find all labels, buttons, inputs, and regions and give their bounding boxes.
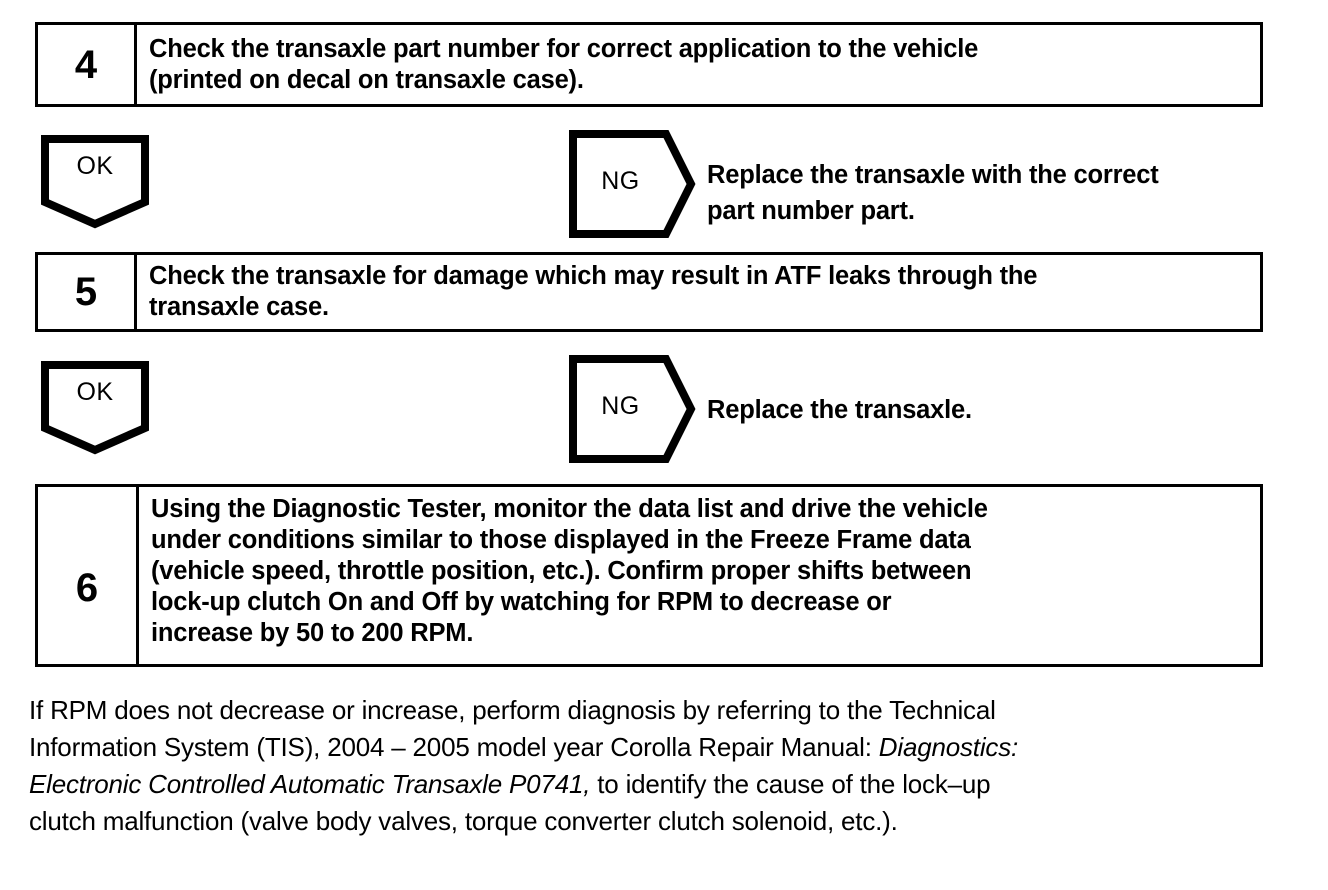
step-text-cell-6: Using the Diagnostic Tester, monitor the… (139, 487, 1260, 664)
step-text-line: transaxle case. (149, 293, 329, 321)
step-text-cell-4: Check the transaxle part number for corr… (137, 25, 1260, 104)
footnote-line: Electronic Controlled Automatic Transaxl… (29, 766, 1299, 803)
footnote-line: Information System (TIS), 2004 – 2005 mo… (29, 729, 1299, 766)
step-text-line: Using the Diagnostic Tester, monitor the… (151, 495, 988, 523)
step-number-cell-5: 5 (38, 255, 137, 329)
step-text-line: (printed on decal on transaxle case). (149, 65, 584, 94)
step-number-5: 5 (74, 270, 98, 314)
step-text-line: Check the transaxle for damage which may… (149, 262, 1038, 290)
step-text-line: Check the transaxle part number for corr… (149, 34, 979, 63)
ng-result-line: Replace the transaxle with the correct (707, 161, 1159, 189)
step-number-6: 6 (75, 565, 99, 610)
step-number-4: 4 (74, 42, 98, 87)
footnote-line: If RPM does not decrease or increase, pe… (29, 692, 1299, 729)
step-text-line: increase by 50 to 200 RPM. (151, 619, 474, 647)
step-text-line: lock-up clutch On and Off by watching fo… (151, 588, 892, 616)
footnote-italic: Diagnostics: (878, 732, 1019, 762)
footnote-plain: to identify the cause of the lock–up (590, 769, 991, 799)
footnote-plain: Information System (TIS), 2004 – 2005 mo… (29, 732, 879, 762)
ng-result-text-2: Replace the transaxle. (707, 392, 972, 428)
ok-branch-marker-2: OK (40, 360, 150, 455)
step-box-6: 6 Using the Diagnostic Tester, monitor t… (35, 484, 1263, 667)
ng-result-text-1: Replace the transaxle with the correct p… (707, 157, 1159, 229)
footnote-plain: If RPM does not decrease or increase, pe… (29, 695, 996, 725)
footnote-plain: clutch malfunction (valve body valves, t… (29, 806, 898, 836)
step-text-line: (vehicle speed, throttle position, etc.)… (151, 557, 972, 585)
ng-label: NG (601, 392, 640, 420)
ng-result-line: Replace the transaxle. (707, 396, 972, 424)
step-box-5: 5 Check the transaxle for damage which m… (35, 252, 1263, 332)
ng-branch-marker-2: NG (568, 354, 696, 464)
ok-label: OK (76, 152, 114, 180)
step-text-cell-5: Check the transaxle for damage which may… (137, 255, 1260, 329)
step-number-cell-4: 4 (38, 25, 137, 104)
ng-label: NG (601, 167, 640, 195)
footnote-paragraph: If RPM does not decrease or increase, pe… (29, 692, 1299, 840)
ok-branch-marker-1: OK (40, 134, 150, 229)
footnote-italic: Electronic Controlled Automatic Transaxl… (29, 769, 591, 799)
step-box-4: 4 Check the transaxle part number for co… (35, 22, 1263, 107)
step-text-line: under conditions similar to those displa… (151, 526, 971, 554)
ng-branch-marker-1: NG (568, 129, 696, 239)
ng-result-line: part number part. (707, 197, 915, 225)
footnote-line: clutch malfunction (valve body valves, t… (29, 803, 1299, 840)
step-number-cell-6: 6 (38, 487, 139, 664)
ok-label: OK (76, 378, 114, 406)
